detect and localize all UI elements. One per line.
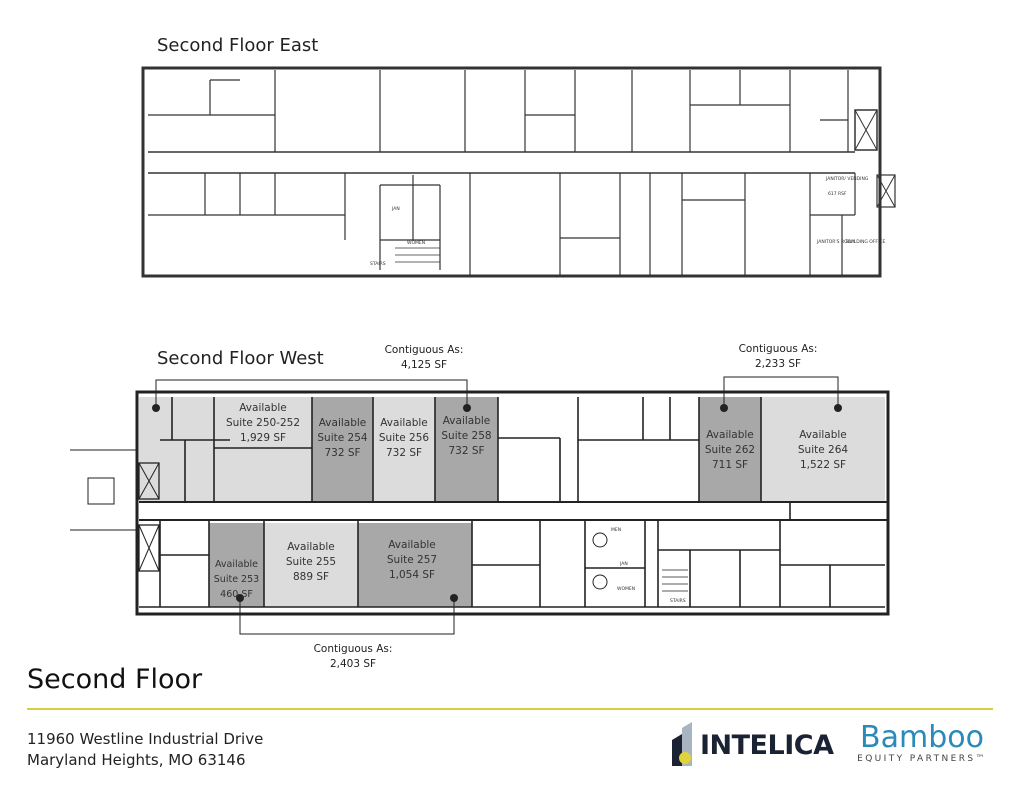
east-stairs-label: STAIRS <box>370 261 386 267</box>
suite-255-area <box>264 523 358 607</box>
intelica-logo: INTELICA <box>672 722 834 766</box>
east-rsf-label: 617 RSF <box>828 191 847 197</box>
contiguous-label-2233: Contiguous As:2,233 SF <box>738 343 818 370</box>
east-building-office-label: BUILDING OFFICE <box>846 239 885 245</box>
page-title: Second Floor <box>27 664 203 695</box>
intelica-building-icon <box>672 722 692 766</box>
east-women-label: WOMEN <box>407 240 425 246</box>
intelica-wordmark: INTELICA <box>700 730 834 761</box>
suite-264-area <box>761 397 885 502</box>
address-line-1: 11960 Westline Industrial Drive <box>27 730 264 748</box>
east-jan-label: JAN <box>391 206 400 212</box>
west-floor-plan: MEN JAN WOMEN STAIRS <box>70 376 890 635</box>
suite-257-area <box>358 523 472 607</box>
east-floor-plan <box>141 66 896 278</box>
west-title: Second Floor West <box>157 348 324 369</box>
floor-plans: JAN WOMEN STAIRS JANITOR/ VENDING 617 RS… <box>70 66 896 635</box>
suite-258-area <box>435 397 498 502</box>
contiguous-label-2403: Contiguous As:2,403 SF <box>313 643 393 670</box>
bamboo-wordmark: Bamboo <box>860 720 984 755</box>
address-line-2: Maryland Heights, MO 63146 <box>27 751 246 769</box>
west-men-label: MEN <box>611 527 621 533</box>
suite-250-252-area <box>214 397 312 502</box>
suite-250-252-wing <box>139 397 214 502</box>
east-janitors-room-label: JANITOR'S ROOM <box>816 239 855 245</box>
contiguous-brackets <box>155 376 839 635</box>
accent-divider <box>27 708 993 710</box>
west-jan-label: JAN <box>619 561 628 567</box>
east-title: Second Floor East <box>157 35 319 56</box>
east-room-labels: JAN WOMEN STAIRS JANITOR/ VENDING 617 RS… <box>370 176 885 267</box>
bamboo-logo: Bamboo EQUITY PARTNERS™ <box>852 722 992 772</box>
east-janitor-vending-label: JANITOR/ VENDING <box>825 176 869 182</box>
suite-253-area <box>209 523 264 607</box>
west-women-label: WOMEN <box>617 586 635 592</box>
suite-262-area <box>699 397 761 502</box>
suite-256-area <box>373 397 435 502</box>
suite-254-area <box>312 397 373 502</box>
bamboo-tagline: EQUITY PARTNERS™ <box>857 754 987 764</box>
west-stairs-label: STAIRS <box>670 598 686 604</box>
contiguous-label-4125: Contiguous As:4,125 SF <box>384 344 464 371</box>
